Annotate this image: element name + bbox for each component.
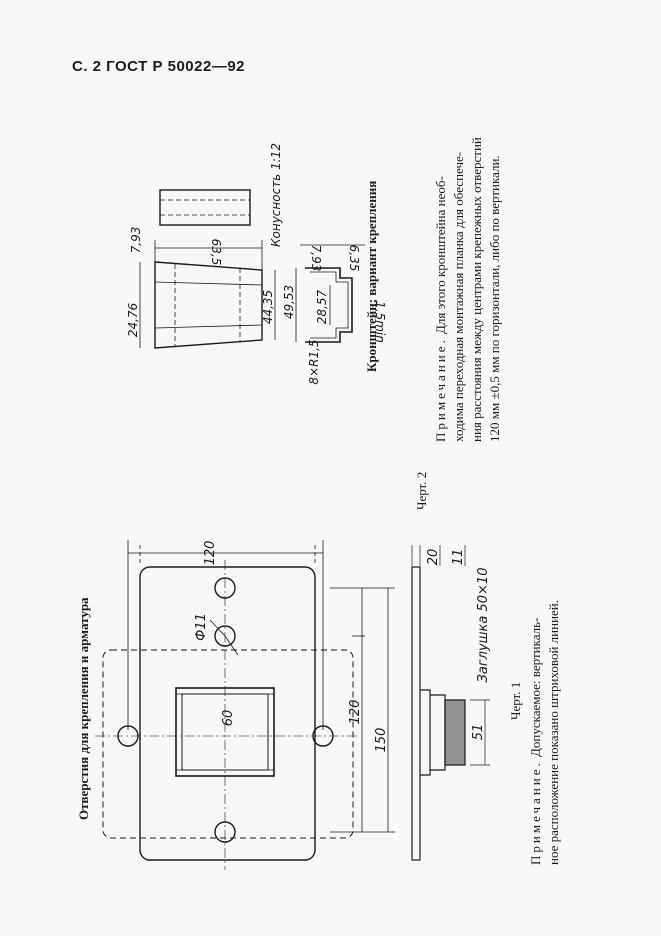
dim-793b-label: 7,93 — [309, 245, 323, 272]
dim-20-label: 20 — [426, 549, 441, 566]
dia-leader — [224, 635, 239, 656]
dia-label: Ф11 — [194, 613, 209, 641]
profile-dims — [295, 244, 365, 342]
bracket-top-detail — [159, 189, 251, 226]
dim-635b-label: 6,35 — [347, 245, 361, 272]
side-profile — [411, 545, 490, 861]
fig2-drawing — [139, 189, 365, 349]
dim-51-label: 51 — [471, 724, 486, 741]
fig1-dim-labels: 120 120 150 60 Ф11 20 11 51 Заглушка 50×… — [194, 541, 491, 753]
mounting-plate — [139, 566, 316, 861]
fig1-drawing — [95, 540, 490, 870]
dim-2857-label: 28,57 — [315, 289, 329, 324]
dim-635a-label: 63,5 — [209, 239, 223, 266]
dim-8x15-label: 8×R1,5 — [307, 339, 321, 384]
dim-4953-label: 49,53 — [282, 285, 296, 319]
dim-side — [330, 587, 395, 833]
dim-60-label: 60 — [221, 710, 236, 727]
dim-120-side-label: 120 — [348, 700, 363, 725]
fig1-centerlines — [95, 560, 360, 870]
dim-11-label: 11 — [451, 549, 466, 566]
dim-793-label: 7,93 — [129, 227, 143, 254]
fig2-dim-labels: Конусность 1:12 7,93 63,5 24,76 44,35 7,… — [126, 143, 387, 385]
dim-15min-label: 1,5min — [373, 301, 387, 343]
dim-120-top — [127, 540, 324, 730]
dim-120-top-label: 120 — [203, 541, 218, 566]
page-header: С. 2 ГОСТ Р 50022—92 — [72, 58, 246, 75]
alternate-plate-outline — [102, 649, 354, 839]
taper-label: Конусность 1:12 — [269, 143, 283, 247]
dim-2476-label: 24,76 — [126, 302, 140, 337]
dim-4435-label: 44,35 — [261, 290, 275, 324]
bracket-profile — [305, 267, 353, 343]
plug-label: Заглушка 50×10 — [476, 568, 491, 683]
bracket-body — [154, 261, 263, 349]
dim-150-label: 150 — [374, 728, 389, 753]
fig2-dims — [139, 240, 276, 348]
